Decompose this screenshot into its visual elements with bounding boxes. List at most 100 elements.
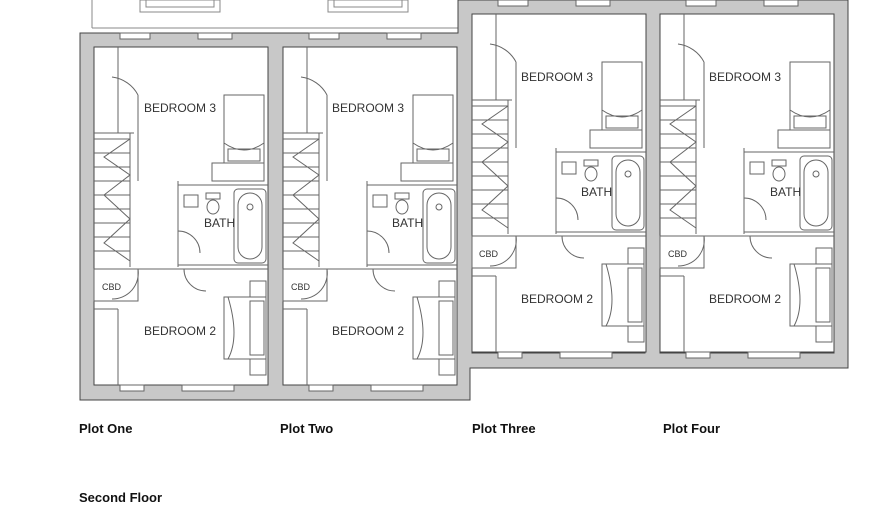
plot-four-bed <box>789 263 833 327</box>
plot-one-basin <box>183 194 199 208</box>
plot-two-bed <box>412 296 456 360</box>
plot-three-bath-label: BATH <box>581 185 612 199</box>
plot-two-basin <box>372 194 388 208</box>
plot-four-door-swing <box>749 235 773 259</box>
plot-two-bath-label: BATH <box>392 216 423 230</box>
plot-one-cupboard <box>93 268 139 302</box>
plot-four-cbd-label: CBD <box>668 249 688 259</box>
plot-one-bedroom3-label: BEDROOM 3 <box>144 101 216 115</box>
plot-two-bedside <box>438 280 456 298</box>
plot-four-furniture <box>777 129 831 149</box>
neighbour-building-top <box>91 0 458 29</box>
plot-three-bathtub <box>611 155 645 231</box>
plot-three-door-swing <box>561 235 585 259</box>
plot-four-bath-label: BATH <box>770 185 801 199</box>
plot-three-bedroom3-label: BEDROOM 3 <box>521 70 593 84</box>
room-labels: BEDROOM 3 BATH CBD BEDROOM 2 BEDROOM 3 B… <box>102 70 801 338</box>
plot-one-bedside <box>249 358 267 376</box>
plot-one-bedside <box>249 280 267 298</box>
plot-two-cupboard <box>282 268 328 302</box>
plot-four-window <box>685 0 717 7</box>
plot-one-door-swing <box>183 268 207 292</box>
plot-two-label: Plot Two <box>280 421 334 436</box>
plot-three-window <box>575 0 611 7</box>
plot-three-door-swing <box>555 197 579 221</box>
plot-two-furniture <box>400 162 454 182</box>
plot-one-bedroom2-label: BEDROOM 2 <box>144 324 216 338</box>
plot-two-door-swing <box>372 268 396 292</box>
plot-three-unit <box>471 0 647 359</box>
plot-three-cbd-label: CBD <box>479 249 499 259</box>
plot-two-window <box>308 384 334 392</box>
plot-one-furniture <box>211 162 265 182</box>
plot-one-inner-area <box>93 46 269 386</box>
plot-one-window <box>119 32 151 40</box>
plot-one-unit <box>93 32 269 392</box>
plot-three-toilet <box>583 159 599 167</box>
plot-one-door-swing <box>177 230 201 254</box>
plot-one-staircase <box>94 138 131 262</box>
plot-four-bedside <box>815 247 833 265</box>
plot-four-basin <box>749 161 765 175</box>
plot-two-window <box>308 32 340 40</box>
floor-label: Second Floor <box>79 490 163 505</box>
plot-four-unit <box>659 0 835 359</box>
plot-three-door-swing <box>489 43 517 63</box>
plot-one-bathtub <box>233 188 267 264</box>
plot-three-bedroom2-label: BEDROOM 2 <box>521 292 593 306</box>
plot-two-bedroom2-label: BEDROOM 2 <box>332 324 404 338</box>
plot-two-toilet <box>394 192 410 200</box>
plot-two-bedroom3-label: BEDROOM 3 <box>332 101 404 115</box>
plot-one-cbd-label: CBD <box>102 282 122 292</box>
plot-three-bed <box>601 263 645 327</box>
plot-one-bath-label: BATH <box>204 216 235 230</box>
plot-four-toilet <box>772 166 786 182</box>
plot-four-door-swing <box>677 235 705 267</box>
plot-two-bedside <box>438 358 456 376</box>
plot-three-staircase <box>472 105 509 229</box>
plot-one-window <box>119 384 145 392</box>
plot-three-basin <box>561 161 577 175</box>
plot-one-window <box>181 384 235 392</box>
plot-four-cupboard <box>659 235 705 269</box>
plot-three-furniture <box>589 129 643 149</box>
plot-three-window <box>497 0 529 7</box>
plot-four-window <box>747 351 801 359</box>
plot-four-staircase <box>660 105 697 229</box>
plot-two-door-swing <box>366 230 390 254</box>
plot-three-bedside <box>627 247 645 265</box>
plot-two-window <box>370 384 424 392</box>
plot-four-inner-area <box>659 13 835 353</box>
plot-three-inner-area <box>471 13 647 353</box>
plot-one-window <box>197 32 233 40</box>
plot-four-bedroom3-label: BEDROOM 3 <box>709 70 781 84</box>
plot-four-window <box>685 351 711 359</box>
plot-two-cbd-label: CBD <box>291 282 311 292</box>
plot-two-bathtub <box>422 188 456 264</box>
plot-four-bedside <box>815 325 833 343</box>
plot-four-bathtub <box>799 155 833 231</box>
plot-one-door-swing <box>111 268 139 300</box>
plot-two-door-swing <box>300 76 328 96</box>
plot-three-window <box>559 351 613 359</box>
plot-two-window <box>386 32 422 40</box>
plot-two-unit <box>282 32 458 392</box>
plot-four-toilet <box>771 159 787 167</box>
plot-four-label: Plot Four <box>663 421 721 436</box>
plot-four-door-swing <box>743 197 767 221</box>
plot-two-door-swing <box>300 268 328 300</box>
plot-one-toilet <box>205 192 221 200</box>
plot-three-cupboard <box>471 235 517 269</box>
plot-two-toilet <box>395 199 409 215</box>
plot-four-window <box>763 0 799 7</box>
plot-one-toilet <box>206 199 220 215</box>
plot-three-bedside <box>627 325 645 343</box>
plot-three-door-swing <box>489 235 517 267</box>
plot-two-staircase <box>283 138 320 262</box>
plot-four-door-swing <box>677 43 705 63</box>
plot-two-inner-area <box>282 46 458 386</box>
plot-one-label: Plot One <box>79 421 133 436</box>
plot-three-label: Plot Three <box>472 421 536 436</box>
plot-four-bedroom2-label: BEDROOM 2 <box>709 292 781 306</box>
